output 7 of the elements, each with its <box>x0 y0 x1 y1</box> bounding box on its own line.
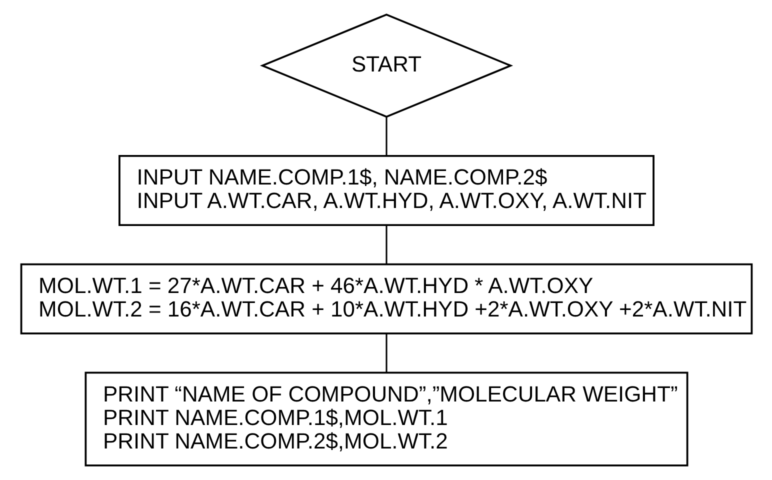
node-box: PRINT “NAME OF COMPOUND”,”MOLECULAR WEIGHT” PRINT NAME.COMP.1$,MOL.WT.1 PRINT NAME.COMP.2$,MOL.WT.2 <box>84 372 688 466</box>
node-diamond: START <box>259 14 513 118</box>
connector <box>385 116 387 156</box>
node-box: INPUT NAME.COMP.1$, NAME.COMP.2$ INPUT A.WT.CAR, A.WT.HYD, A.WT.OXY, A.WT.NIT <box>118 155 654 226</box>
node-box: MOL.WT.1 = 27*A.WT.CAR + 46*A.WT.HYD * A.WT.OXY MOL.WT.2 = 16*A.WT.CAR + 10*A.WT.HYD +2*A.WT.OXY +2*A.WT.NIT <box>20 263 752 334</box>
connector <box>385 225 387 264</box>
connector <box>385 334 387 372</box>
